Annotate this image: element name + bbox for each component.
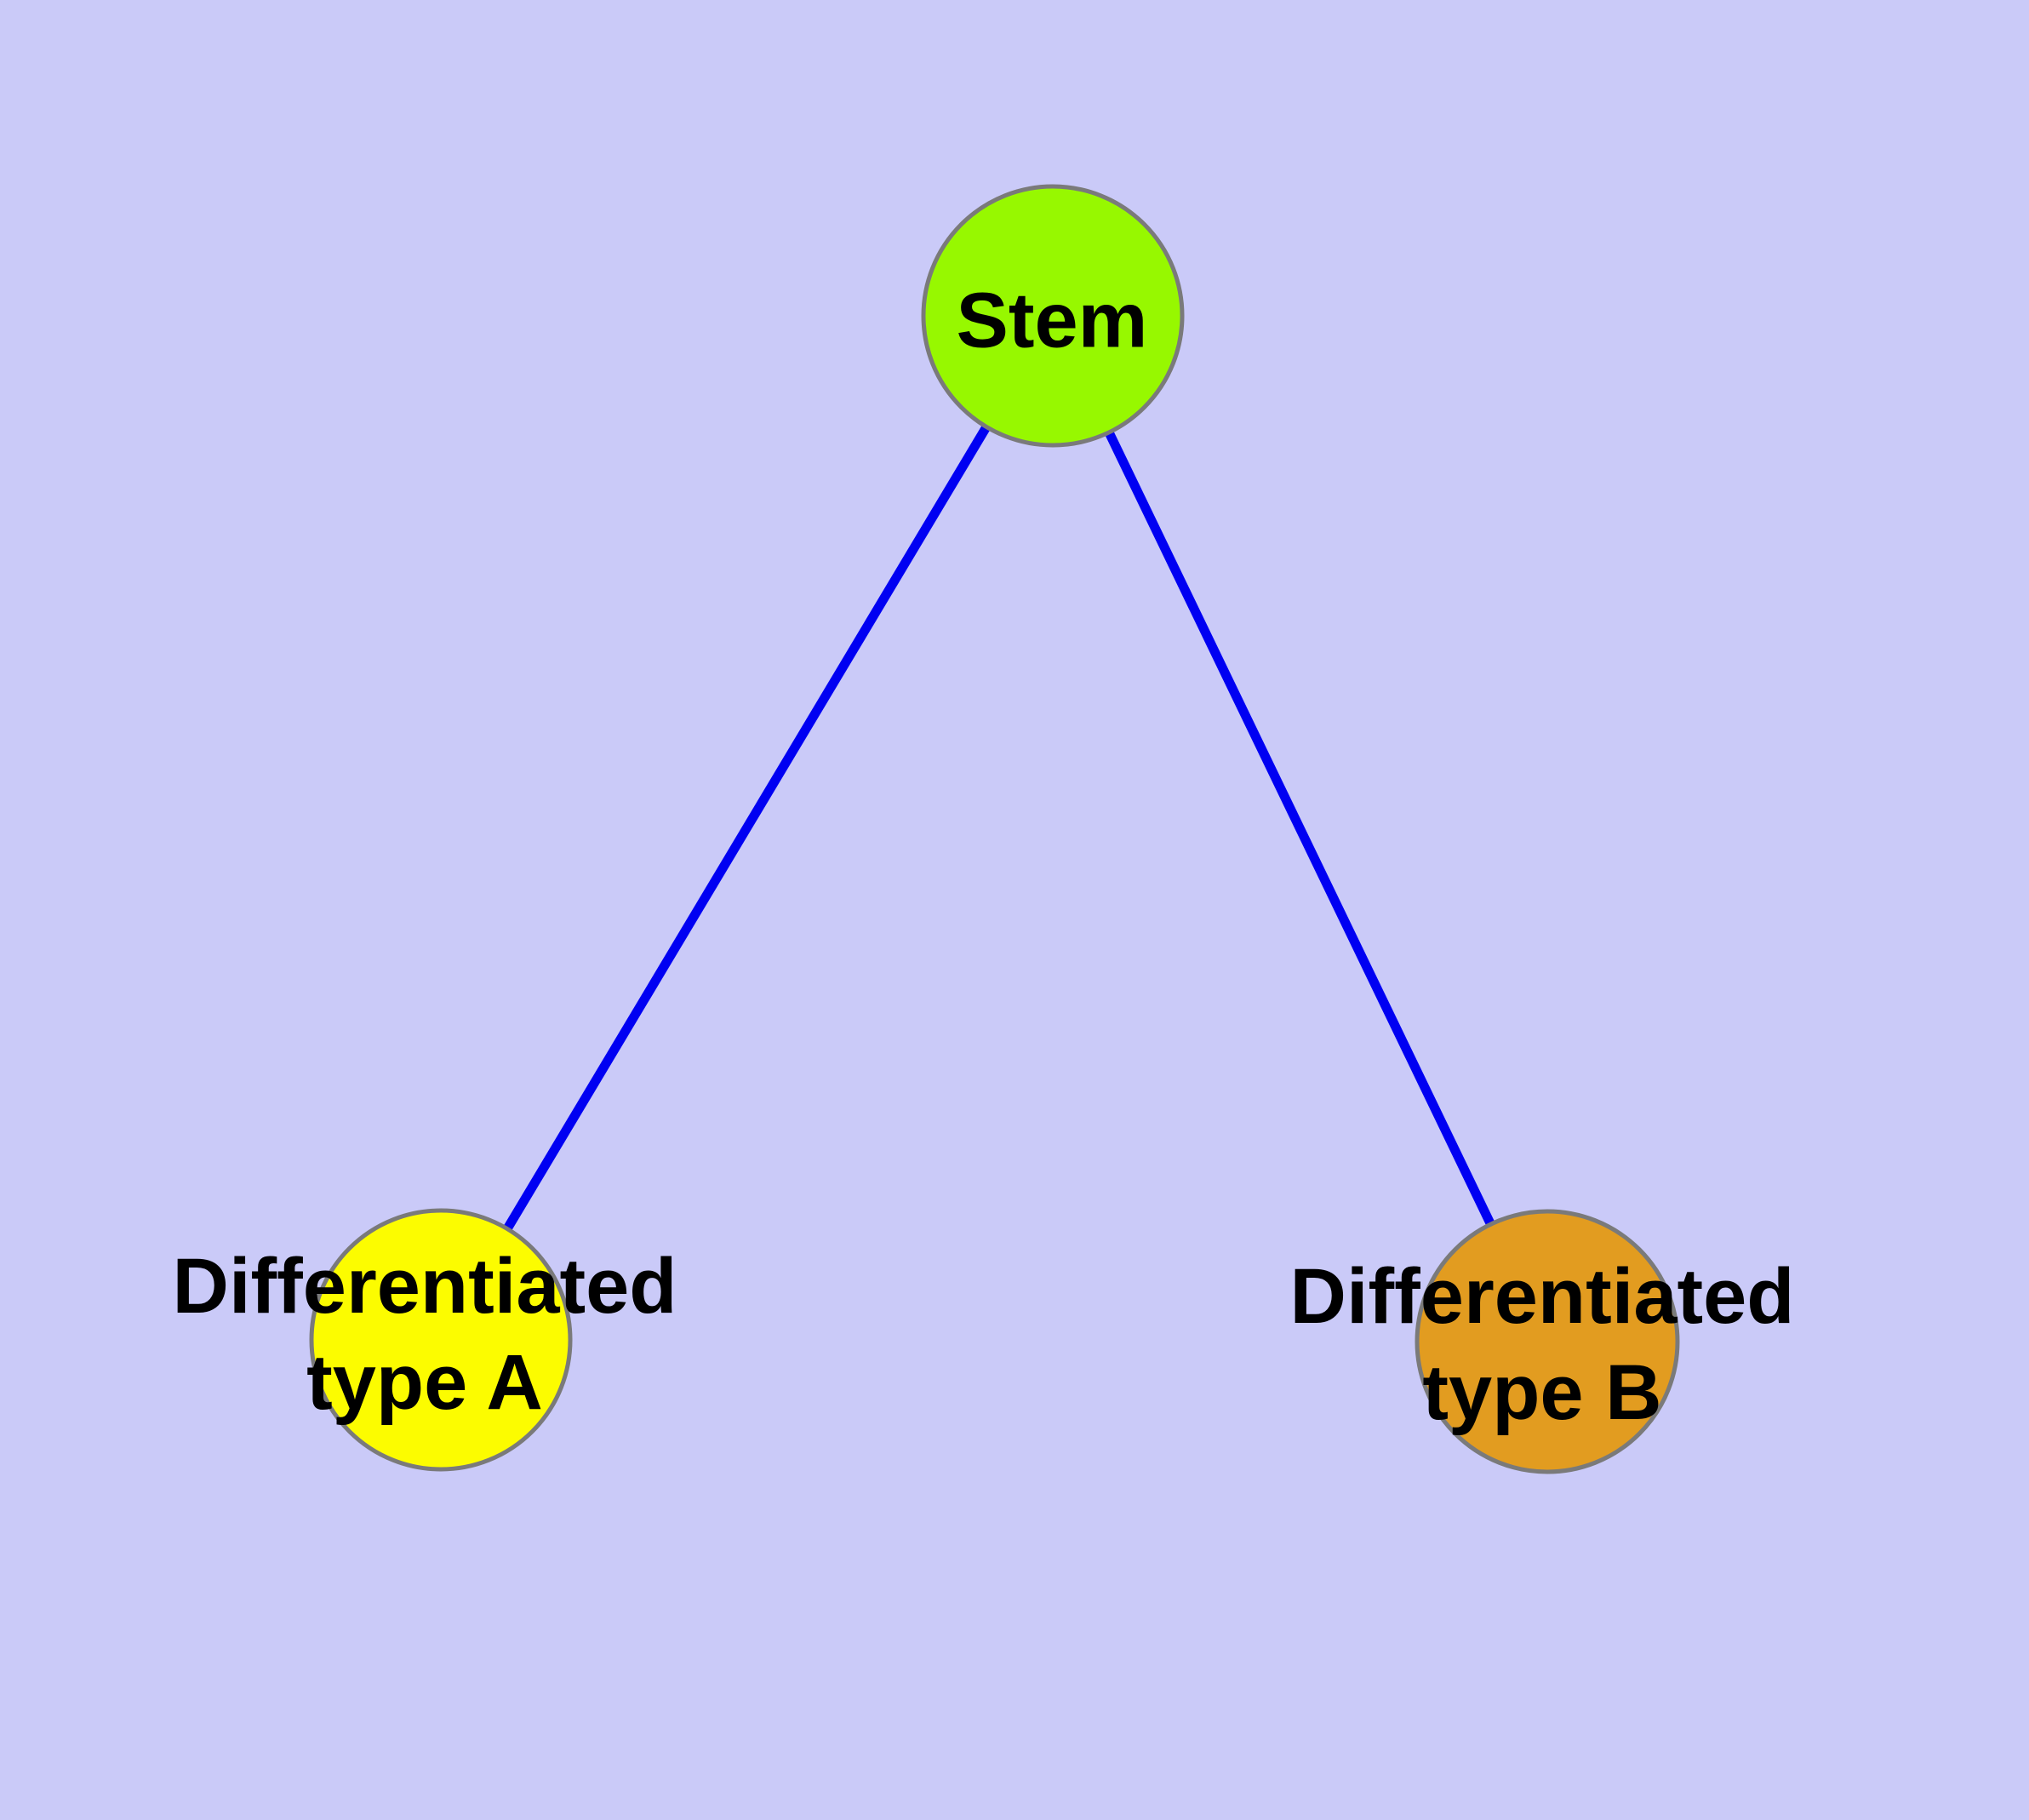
node-label-stem: Stem bbox=[957, 273, 1148, 369]
node-label-line: type A bbox=[306, 1339, 543, 1426]
node-circle-differentiated-type-b bbox=[1415, 1209, 1680, 1474]
node-circle-stem bbox=[921, 184, 1185, 448]
node-label-line: type B bbox=[1422, 1349, 1662, 1436]
edge-line-stem-to-differentiated-type-a bbox=[437, 313, 1057, 1342]
node-label-line: Differentiated bbox=[1289, 1253, 1795, 1340]
node-label-differentiated-type-b: Differentiated type B bbox=[1290, 1249, 1795, 1441]
node-label-line: Differentiated bbox=[172, 1243, 677, 1330]
edge-line-stem-to-differentiated-type-b bbox=[1049, 313, 1552, 1344]
node-circle-differentiated-type-a bbox=[309, 1208, 573, 1472]
node-label-differentiated-type-a: Differentiated type A bbox=[173, 1239, 677, 1431]
node-label-line: Stem bbox=[956, 277, 1148, 364]
